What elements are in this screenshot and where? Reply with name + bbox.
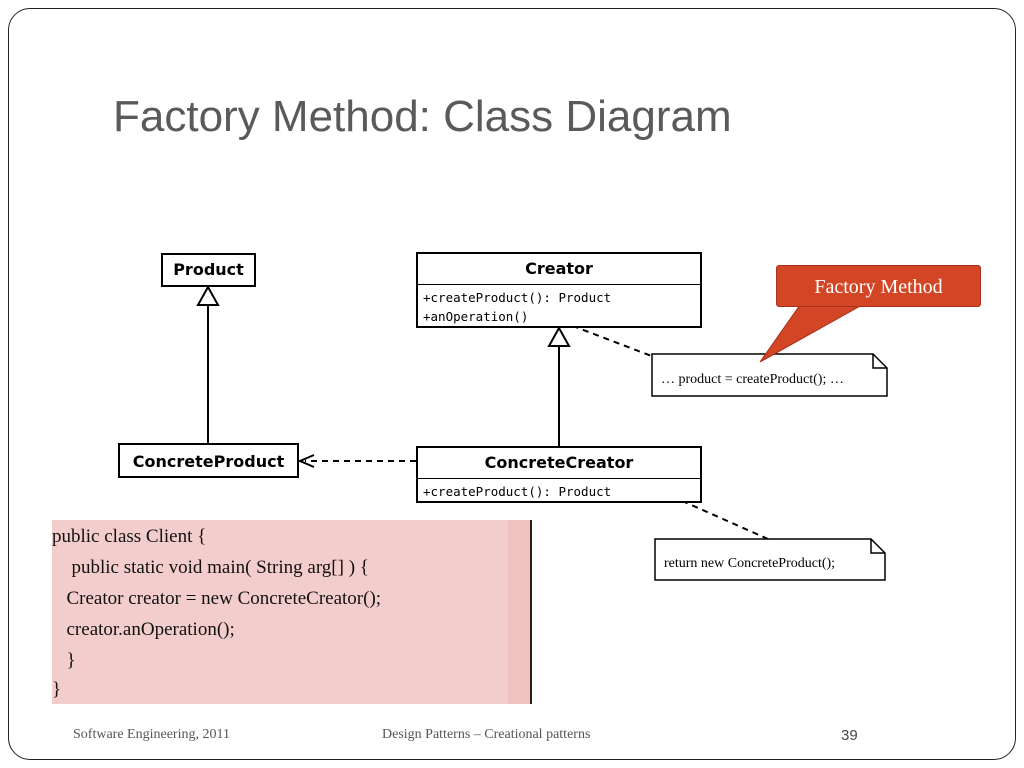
code-block-stripe bbox=[508, 520, 530, 704]
note-create-product-shape bbox=[654, 538, 886, 581]
class-name: ConcreteCreator bbox=[484, 453, 634, 472]
product-generalization-arrowhead bbox=[196, 284, 220, 306]
note-anchor-create-product bbox=[661, 491, 769, 540]
code-line: creator.anOperation(); bbox=[57, 619, 235, 640]
class-concrete-product: ConcreteProduct bbox=[118, 443, 299, 478]
code-line: public static void main( String arg[] ) … bbox=[62, 557, 369, 578]
dependency-arrowhead bbox=[297, 454, 315, 468]
class-name: ConcreteProduct bbox=[132, 452, 285, 471]
note-an-operation-text: … product = createProduct(); … bbox=[661, 372, 844, 387]
note-create-product-text: return new ConcreteProduct(); bbox=[664, 556, 836, 571]
note-anchor-an-operation bbox=[551, 317, 663, 361]
code-line: } bbox=[57, 650, 76, 671]
note-an-operation-shape bbox=[651, 353, 888, 397]
class-product: Product bbox=[161, 253, 256, 287]
creator-generalization-arrowhead bbox=[547, 325, 571, 347]
footer-topic: Design Patterns – Creational patterns bbox=[382, 727, 591, 742]
factory-method-callout: Factory Method bbox=[776, 265, 981, 307]
class-name: Product bbox=[173, 260, 244, 279]
slide-title: Factory Method: Class Diagram bbox=[113, 92, 732, 141]
code-line: Creator creator = new ConcreteCreator(); bbox=[57, 588, 382, 609]
footer-course: Software Engineering, 2011 bbox=[73, 727, 230, 742]
operation: +createProduct(): Product bbox=[423, 484, 612, 499]
class-operations: +createProduct(): Product bbox=[418, 478, 700, 501]
page-number: 39 bbox=[841, 727, 858, 744]
class-name: Creator bbox=[525, 259, 593, 278]
class-concrete-creator: ConcreteCreator +createProduct(): Produc… bbox=[416, 446, 702, 503]
class-operations: +createProduct(): Product +anOperation() bbox=[418, 284, 700, 326]
slide-frame bbox=[8, 8, 1016, 760]
code-line: } bbox=[52, 679, 62, 700]
client-code-block: public class Client { public static void… bbox=[52, 520, 532, 704]
code-line: public class Client { bbox=[52, 526, 207, 547]
class-creator: Creator +createProduct(): Product +anOpe… bbox=[416, 252, 702, 328]
operation: +createProduct(): Product bbox=[423, 290, 612, 305]
operation: +anOperation() bbox=[423, 309, 529, 324]
